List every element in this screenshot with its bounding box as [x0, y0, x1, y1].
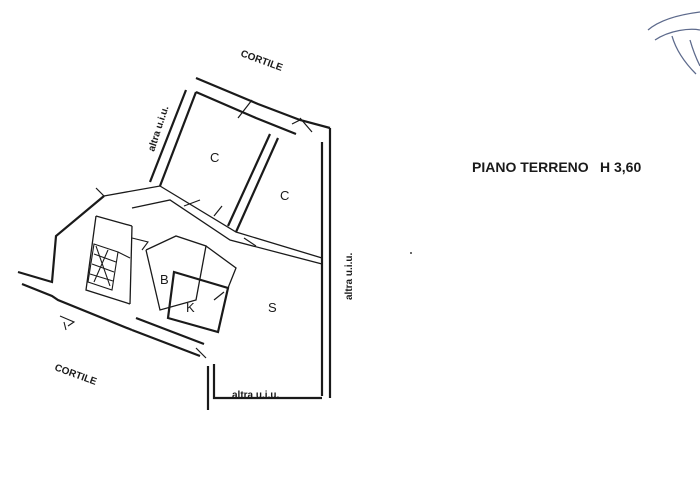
plan-title: PIANO TERRENO H 3,60 [472, 159, 641, 175]
scan-speck [410, 252, 412, 254]
room-b-label: B [160, 272, 169, 287]
staircase [59, 237, 149, 331]
floor-height: H 3,60 [600, 159, 641, 175]
floor-name: PIANO TERRENO [472, 159, 589, 175]
signature-scribble [647, 11, 700, 75]
surrounding-labels: CORTILE CORTILE altra u.i.u. altra u.i.u… [53, 48, 355, 401]
doors [95, 99, 313, 359]
cortile-bottom-label: CORTILE [53, 362, 98, 387]
room-labels: C C B K S [160, 150, 289, 315]
room-k-label: K [186, 300, 195, 315]
outer-walls [17, 76, 332, 410]
room-s-label: S [268, 300, 277, 315]
altra-uiu-bottom-label: altra u.i.u. [232, 390, 279, 401]
altra-uiu-left-label: altra u.i.u. [146, 104, 171, 153]
altra-uiu-right-label: altra u.i.u. [344, 253, 355, 300]
room-c1-label: C [210, 150, 219, 165]
room-c2-label: C [280, 188, 289, 203]
interior-walls [85, 133, 323, 334]
cortile-top-label: CORTILE [239, 48, 284, 73]
